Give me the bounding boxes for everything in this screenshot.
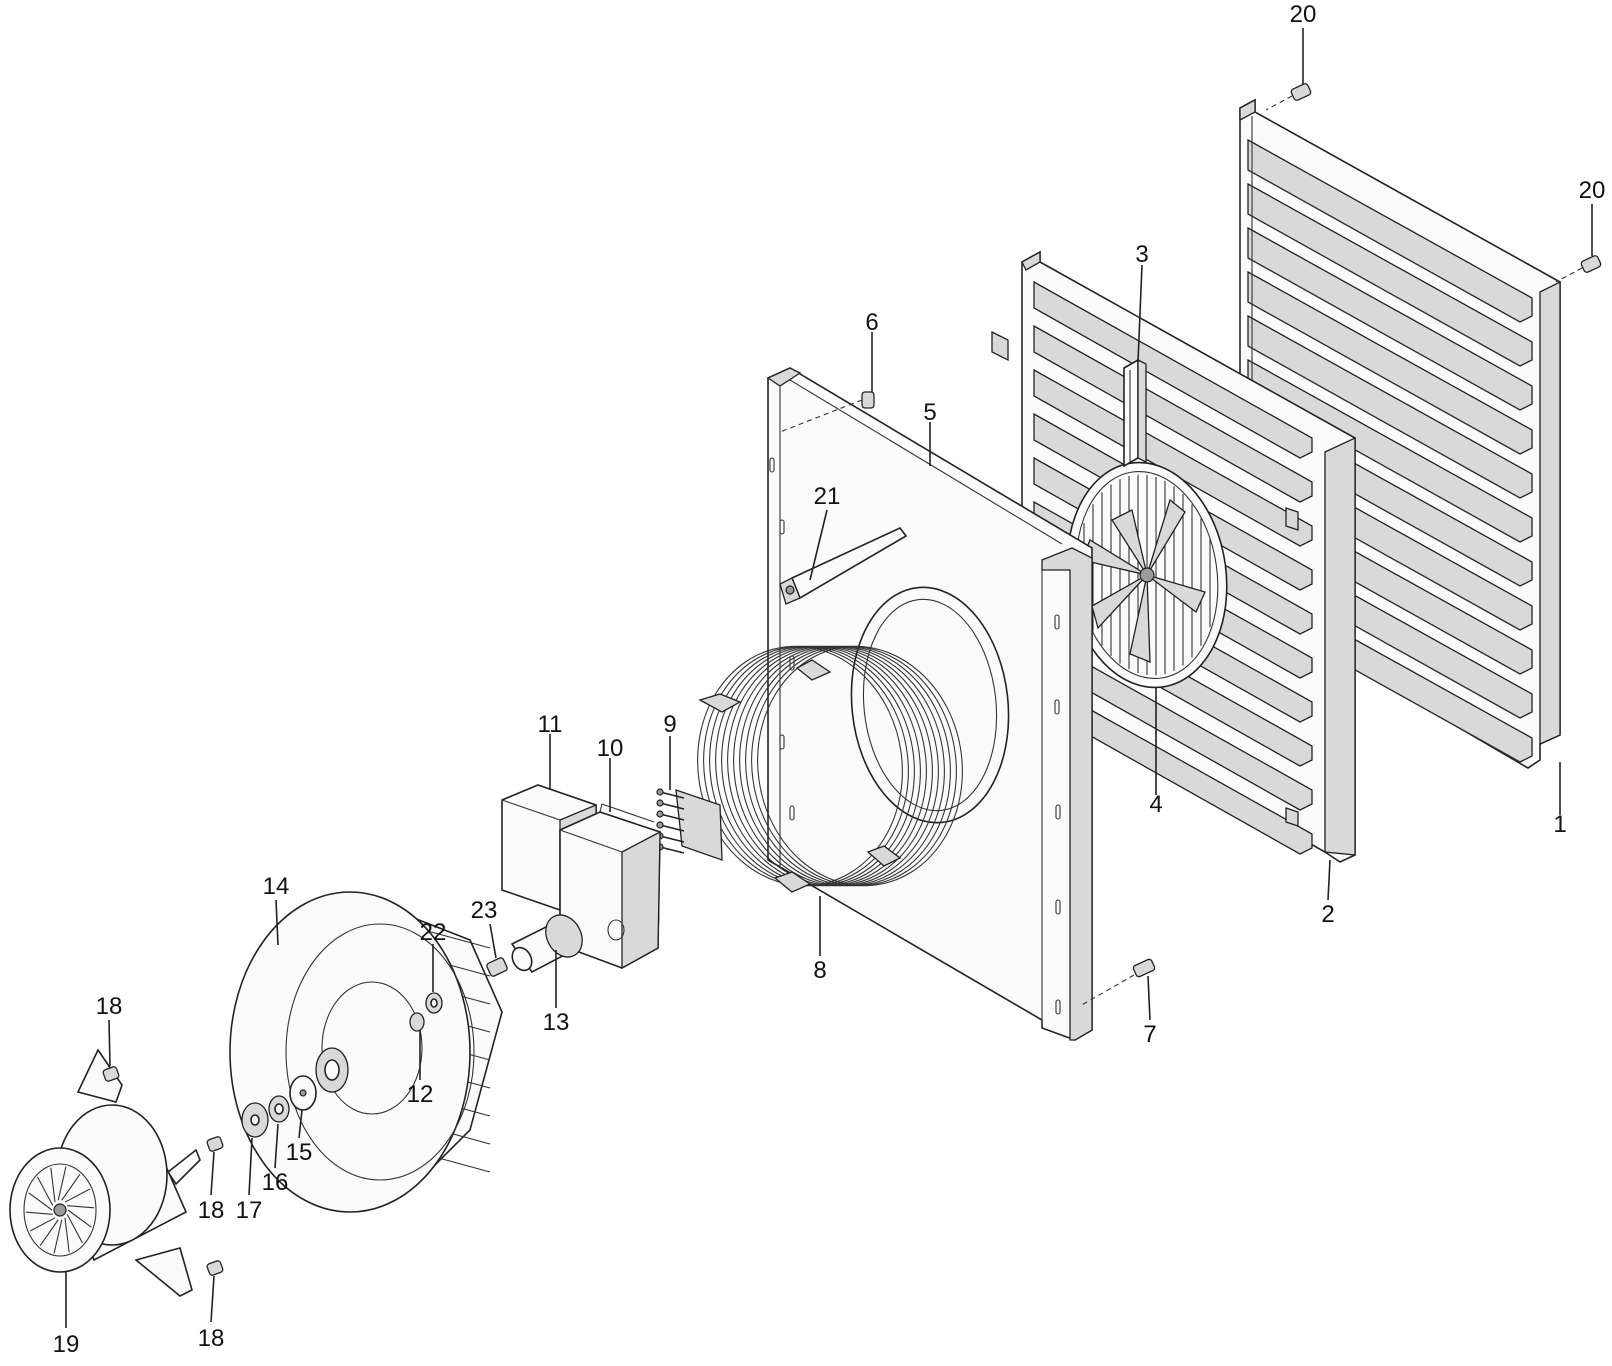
callout-14: 14 <box>263 873 290 900</box>
part-18-screw-a <box>102 1066 120 1082</box>
callout-18-top: 18 <box>96 993 123 1020</box>
part-20-screw-a <box>1290 83 1312 101</box>
callout-13: 13 <box>543 1009 570 1036</box>
callout-18-middle: 18 <box>198 1197 225 1224</box>
callout-15: 15 <box>286 1139 313 1166</box>
callout-21: 21 <box>814 483 841 510</box>
assembly-lines <box>779 95 1583 1007</box>
part-18-screw-c <box>206 1260 224 1276</box>
part-16-washer <box>268 1095 290 1123</box>
part-12-nut <box>409 1012 425 1032</box>
part-23-bolt <box>486 957 508 977</box>
callout-17: 17 <box>236 1197 263 1224</box>
part-13-sleeve <box>510 914 583 974</box>
part-19-motor <box>9 1048 201 1297</box>
callout-9: 9 <box>663 711 676 738</box>
leader-lines <box>65 28 1593 1328</box>
part-20-screw-b <box>1580 255 1602 273</box>
part-15-washer <box>289 1075 317 1111</box>
part-4-fan-guard <box>1066 461 1228 689</box>
part-18-screw-b <box>206 1136 224 1152</box>
callout-20-top: 20 <box>1290 1 1317 28</box>
callout-23: 23 <box>471 897 498 924</box>
callout-7: 7 <box>1143 1021 1156 1048</box>
callout-11: 11 <box>538 711 563 738</box>
part-7-screw <box>1132 958 1156 978</box>
part-6-screw <box>861 391 875 409</box>
callout-12: 12 <box>407 1081 434 1108</box>
callout-5: 5 <box>923 399 936 426</box>
part-3-bracket <box>1123 358 1147 468</box>
part-21-bracket-rod <box>779 527 908 605</box>
part-14-blower-wheel <box>229 891 503 1213</box>
part-8-heating-coil <box>697 645 963 893</box>
part-5-fan-opening-flange <box>850 586 1010 824</box>
callout-19: 19 <box>53 1331 80 1358</box>
part-17-disc <box>241 1102 269 1138</box>
callout-labels: 1 2 3 4 5 6 7 8 9 10 11 12 13 14 15 16 1… <box>53 1 1606 1358</box>
callout-22: 22 <box>420 919 447 946</box>
callout-16: 16 <box>262 1169 289 1196</box>
callout-20-right: 20 <box>1579 177 1606 204</box>
callout-4: 4 <box>1149 791 1162 818</box>
callout-8: 8 <box>813 957 826 984</box>
part-22-nut <box>425 992 443 1014</box>
callout-3: 3 <box>1135 241 1148 268</box>
callout-1: 1 <box>1553 811 1566 838</box>
callout-10: 10 <box>597 735 624 762</box>
callout-6: 6 <box>865 309 878 336</box>
part-9-terminal-block <box>656 788 723 861</box>
part-10-junction-box <box>559 803 661 970</box>
callout-2: 2 <box>1321 901 1334 928</box>
callout-18-bottom: 18 <box>198 1325 225 1352</box>
